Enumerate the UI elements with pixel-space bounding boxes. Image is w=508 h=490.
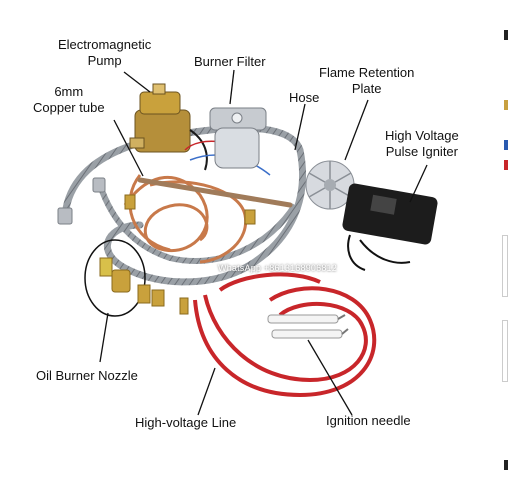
electromagnetic-pump bbox=[129, 83, 208, 171]
label-copper-line1: 6mm bbox=[54, 84, 84, 99]
label-burner-filter: Burner Filter bbox=[194, 54, 266, 69]
label-pulse-igniter: High Voltage Pulse Igniter bbox=[385, 128, 459, 160]
ignition-needle bbox=[267, 314, 349, 339]
label-pump-line2: Pump bbox=[87, 53, 122, 68]
edge-mark bbox=[504, 140, 508, 150]
label-hose: Hose bbox=[289, 90, 320, 105]
watermark: WhatsApp +8613168906812 bbox=[218, 263, 337, 273]
oil-burner-nozzle bbox=[84, 239, 189, 317]
metal-rod bbox=[137, 177, 293, 208]
right-edge-strip bbox=[500, 0, 508, 485]
label-flame-retention-plate: Flame Retention Plate bbox=[319, 65, 414, 97]
leader-lines bbox=[99, 69, 428, 416]
label-flame-line1: Flame Retention bbox=[319, 65, 415, 80]
label-electromagnetic-pump: Electromagnetic Pump bbox=[58, 37, 151, 69]
label-igniter-line2: Pulse Igniter bbox=[385, 144, 458, 159]
edge-mark bbox=[504, 30, 508, 40]
label-copper-tube: 6mm Copper tube bbox=[33, 84, 105, 116]
high-voltage-line bbox=[193, 272, 377, 398]
label-flame-line2: Plate bbox=[351, 81, 382, 96]
edge-mark bbox=[502, 320, 508, 382]
edge-mark bbox=[502, 235, 508, 297]
edge-mark bbox=[504, 160, 508, 170]
label-ignition-needle: Ignition needle bbox=[326, 413, 411, 428]
flame-retention-plate bbox=[305, 160, 355, 210]
edge-mark bbox=[504, 100, 508, 110]
label-oil-burner-nozzle: Oil Burner Nozzle bbox=[36, 368, 138, 383]
copper-tube bbox=[123, 174, 256, 264]
label-pump-line1: Electromagnetic bbox=[58, 37, 152, 52]
label-copper-line2: Copper tube bbox=[33, 100, 105, 115]
label-high-voltage-line: High-voltage Line bbox=[135, 415, 237, 430]
label-igniter-line1: High Voltage bbox=[385, 128, 459, 143]
pulse-igniter bbox=[342, 183, 438, 271]
burner-filter bbox=[184, 107, 271, 176]
edge-mark bbox=[504, 460, 508, 470]
